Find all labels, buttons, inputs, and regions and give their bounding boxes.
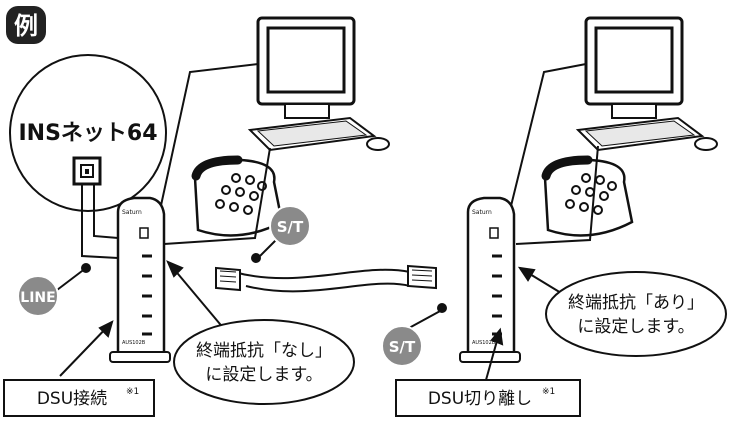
right-callout-line2: に設定します。 [577,317,694,337]
ins-network-label: INSネット64 [18,121,157,146]
left-callout-line1: 終端抵抗「なし」 [196,341,332,361]
wall-outlet-circle [9,54,167,212]
left-device-brand: Saturn [122,209,142,216]
cables [81,63,599,293]
right-label-box [395,379,581,417]
right-telephone-icon [541,155,634,237]
left-callout-line2: に設定します。 [205,365,322,385]
left-box-footnote: ※1 [126,387,139,397]
left-box-label: DSU接続 [37,389,107,409]
example-badge [6,6,46,44]
right-device-brand: Saturn [472,209,492,216]
left-callout-bubble [173,319,355,405]
st-port-mark-right: S/T [381,325,423,367]
example-badge-text: 例 [14,12,38,40]
right-box-footnote: ※1 [542,387,555,397]
right-device-model: AUS102B [472,340,496,346]
right-ta-device [459,196,521,363]
right-callout-line1: 終端抵抗「あり」 [568,293,704,313]
left-telephone-icon [191,155,284,237]
pointer-arrows [56,239,567,381]
left-label-box [3,379,155,417]
bus-cable-plug-right [407,264,437,290]
right-computer-icon [575,16,718,152]
left-device-model: AUS102B [122,340,146,346]
bus-cable-plug-left [215,266,241,292]
right-callout-bubble [545,271,727,357]
left-ta-device [109,196,171,363]
modular-jack-icon [72,156,102,186]
left-computer-icon [247,16,390,152]
st-port-label-right: S/T [389,338,416,356]
st-port-label-left: S/T [277,218,304,236]
right-box-label: DSU切り離し [428,389,532,409]
st-port-mark-left: S/T [269,205,311,247]
line-port-label: LINE [20,290,55,306]
line-port-mark: LINE [17,275,59,317]
